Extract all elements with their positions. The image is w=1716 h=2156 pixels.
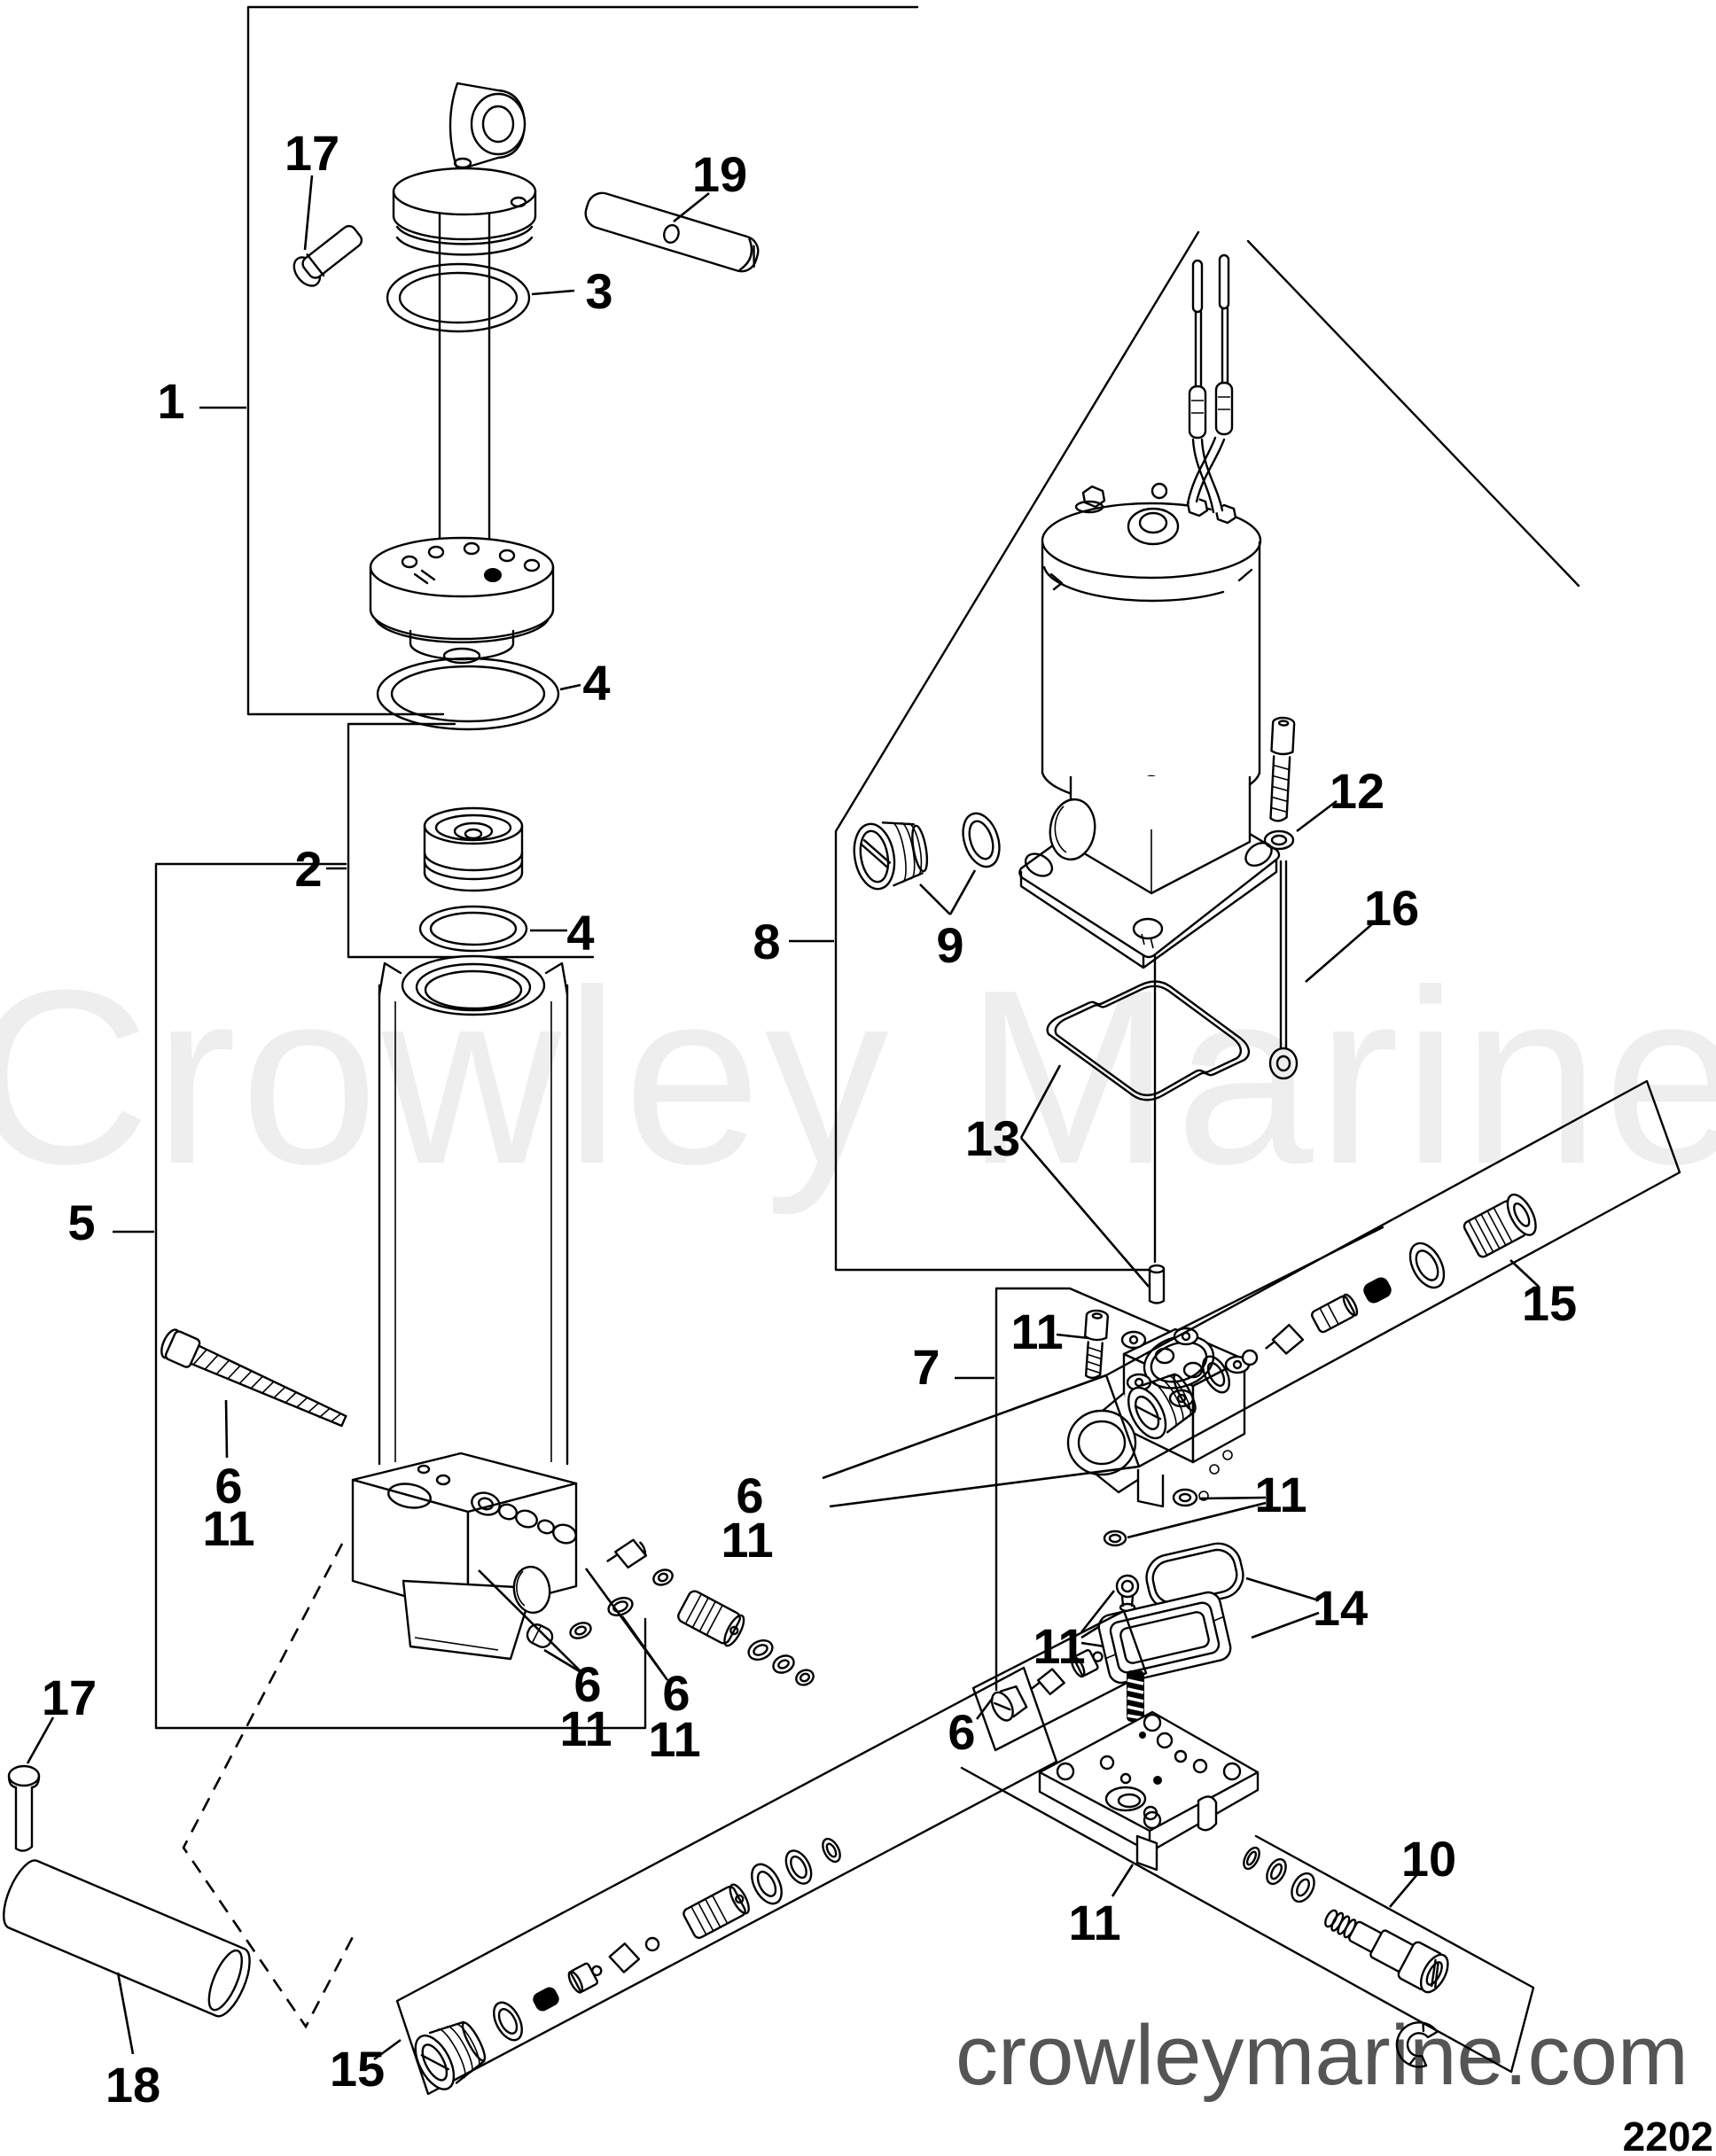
drive-rod-16	[1270, 861, 1373, 1078]
callout-17-clevis-pin-bottom: 17	[42, 1670, 97, 1725]
callout-4-ring-lower: 4	[566, 905, 594, 961]
callout-9-fill-plug: 9	[936, 917, 963, 973]
bracket-item-8	[789, 232, 1579, 1270]
gasket-13	[1021, 982, 1249, 1287]
callout-5-cylinder-body: 5	[67, 1195, 95, 1250]
valve-kit-15-upper	[823, 1081, 1680, 1506]
cylinder-foot-block	[353, 1453, 578, 1659]
foot-valve-parts	[479, 1537, 815, 1688]
callout-7-pump-assembly: 7	[912, 1339, 940, 1395]
callout-8-motor-assembly: 8	[753, 914, 780, 969]
callout-11-foot-valve-parts: 11	[559, 1701, 612, 1756]
seal-set-14	[1096, 1539, 1319, 1685]
piston-bottom	[370, 538, 553, 663]
callout-11-valve-parts: 11	[721, 1512, 773, 1568]
callout-17-clevis-pin-top: 17	[285, 125, 339, 181]
page-number: 2202	[1623, 2113, 1713, 2156]
motor-base	[1019, 776, 1279, 968]
callout-16-drive-rod: 16	[1364, 880, 1419, 936]
clevis-pin-17-bottom	[9, 1717, 53, 1851]
pump-cover-bolts	[1122, 1328, 1249, 1406]
ring-4-lower	[420, 907, 567, 951]
callout-15-valve-kit-upper: 15	[1522, 1275, 1577, 1331]
callout-3-o-ring-rod: 3	[585, 263, 612, 319]
callout-6-foot-valve-parts-2: 6	[662, 1665, 690, 1721]
spring	[1127, 1671, 1143, 1721]
callout-6-cylinder-screw: 6	[214, 1458, 242, 1514]
callout-6-foot-valve-parts: 6	[573, 1656, 601, 1712]
e-clip	[1391, 2017, 1438, 2070]
callout-12-motor-bolt: 12	[1330, 763, 1384, 819]
callout-14-seal-set: 14	[1313, 1580, 1368, 1636]
bracket-item-5	[113, 864, 645, 1728]
callout-19-tilt-pin: 19	[692, 146, 747, 202]
callout-15-valve-kit-lower: 15	[330, 2041, 385, 2097]
callout-11-cap-parts: 11	[1033, 1618, 1085, 1674]
motor-wires	[1188, 255, 1232, 512]
piston-top-cap	[394, 168, 535, 254]
watermark-text: Crowley Marine	[0, 939, 1716, 1217]
callout-10-spool-valve-kit: 10	[1401, 1831, 1456, 1887]
callout-1-piston-rod-assembly: 1	[157, 373, 184, 429]
ring-4-upper	[378, 658, 581, 729]
valve-kit-15-lower	[374, 1668, 1057, 2096]
callout-11-pump-washers: 11	[1254, 1467, 1306, 1522]
callout-6-valve-parts: 6	[736, 1467, 763, 1523]
callout-11-cylinder-screw: 11	[202, 1500, 254, 1556]
cylinder-screw-6	[158, 1327, 350, 1458]
clevis-pin-17-top	[289, 175, 367, 291]
callout-2-seal-carrier: 2	[294, 841, 322, 897]
fill-plug-9	[849, 809, 1005, 915]
callout-13-gasket-and-pin: 13	[965, 1110, 1020, 1166]
seal-carrier-2	[425, 808, 522, 891]
pump-washers-11	[1104, 1490, 1266, 1545]
callout-11-foot-valve-parts-2: 11	[648, 1711, 700, 1767]
dowel-pin-13	[1150, 1265, 1164, 1304]
trim-motor	[1042, 255, 1260, 805]
o-ring-3	[387, 264, 574, 331]
bracket-item-7	[955, 1227, 1383, 1690]
tilt-pin-19	[582, 190, 762, 276]
pump-bolt-11	[1057, 1310, 1108, 1379]
motor-bolt-12	[1265, 717, 1337, 849]
bracket-item-1	[199, 7, 917, 714]
cylinder-body-5	[379, 956, 567, 1464]
callout-11-pump-bolt: 11	[1010, 1304, 1063, 1359]
callout-6-relief-valve-kit: 6	[948, 1704, 975, 1760]
cylinder-pin-18	[0, 1856, 258, 2054]
spool-valve-kit-10	[962, 1768, 1533, 2072]
callout-4-ring-upper: 4	[582, 655, 610, 711]
callout-11-manifold-plate: 11	[1068, 1895, 1120, 1950]
motor-top-details	[1076, 484, 1236, 544]
footer-watermark-text: crowleymarine.com	[956, 2008, 1689, 2103]
relief-valve-kit-6	[973, 1611, 1146, 1750]
hidden-install-line	[183, 1544, 356, 2027]
rod-clevis-cap	[450, 83, 525, 170]
manifold-plate-11	[1040, 1712, 1258, 1896]
callout-18-cylinder-pin: 18	[105, 2057, 160, 2113]
